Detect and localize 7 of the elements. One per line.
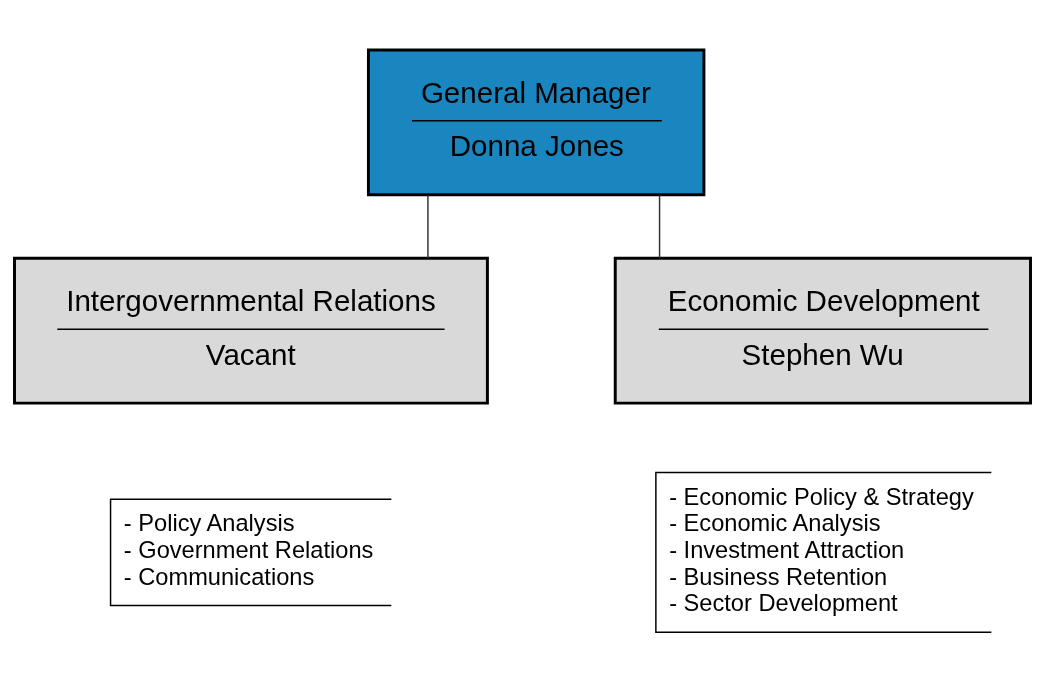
connector	[658, 193, 661, 259]
node-text: - Economic Policy & Strategy - Economic Analysis - Investment Attraction - Business Retention - Sector Development	[669, 483, 974, 616]
connector	[427, 193, 429, 259]
node-box: Intergovernmental Relations Vacant	[13, 256, 489, 405]
node-box: General Manager Donna Jones	[366, 47, 706, 196]
node-text: - Policy Analysis - Government Relations - Communications	[123, 509, 374, 590]
node-box: Economic Development Stephen Wu	[613, 256, 1032, 405]
